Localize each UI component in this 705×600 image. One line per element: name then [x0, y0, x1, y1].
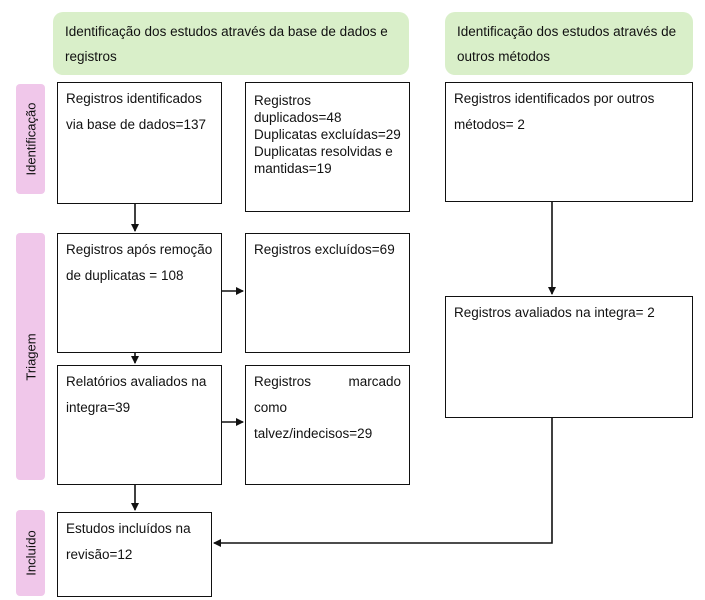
duplicates-excluded-line: Duplicatas excluídas=29	[254, 127, 401, 142]
after-dedup-box: Registros após remoção de duplicatas = 1…	[57, 233, 222, 353]
arrow-other-assessed-to-included	[213, 418, 553, 547]
assessed-other-box: Registros avaliados na integra= 2	[445, 296, 693, 418]
included-box: Estudos incluídos na revisão=12	[57, 512, 212, 597]
maybe-word-3: como	[254, 400, 288, 415]
duplicates-line: Registros duplicados=48	[254, 93, 342, 125]
included-text: Estudos incluídos na revisão=12	[66, 521, 191, 562]
after-dedup-text: Registros após remoção de duplicatas = 1…	[66, 242, 213, 283]
identified-other-box: Registros identificados por outros métod…	[445, 82, 693, 202]
maybe-word-4: talvez/indecisos=29	[254, 426, 373, 441]
maybe-word-1: Registros	[254, 374, 312, 389]
assessed-other-text: Registros avaliados na integra= 2	[454, 305, 655, 320]
identified-db-text: Registros identificados via base de dado…	[66, 91, 206, 132]
maybe-box: Registros marcado como talvez/indecisos=…	[245, 365, 410, 485]
excluded-text: Registros excluídos=69	[254, 242, 395, 257]
excluded-box: Registros excluídos=69	[245, 233, 410, 353]
other-methods-header-text: Identificação dos estudos através de out…	[457, 24, 677, 64]
phase-included: Incluído	[16, 510, 45, 596]
identified-other-text: Registros identificados por outros métod…	[454, 91, 655, 132]
duplicates-box: Registros duplicados=48 Duplicatas exclu…	[245, 82, 410, 212]
full-text-text: Relatórios avaliados na integra=39	[66, 374, 207, 415]
maybe-word-2: marcado	[348, 374, 401, 389]
duplicates-kept-line: Duplicatas resolvidas e mantidas=19	[254, 144, 393, 176]
phase-screening: Triagem	[16, 233, 45, 480]
identified-db-box: Registros identificados via base de dado…	[57, 82, 222, 204]
database-header-text: Identificação dos estudos através da bas…	[65, 24, 388, 64]
full-text-box: Relatórios avaliados na integra=39	[57, 365, 222, 485]
other-methods-header: Identificação dos estudos através de out…	[445, 12, 693, 75]
database-header: Identificação dos estudos através da bas…	[53, 12, 409, 75]
phase-identification: Identificação	[16, 84, 45, 194]
